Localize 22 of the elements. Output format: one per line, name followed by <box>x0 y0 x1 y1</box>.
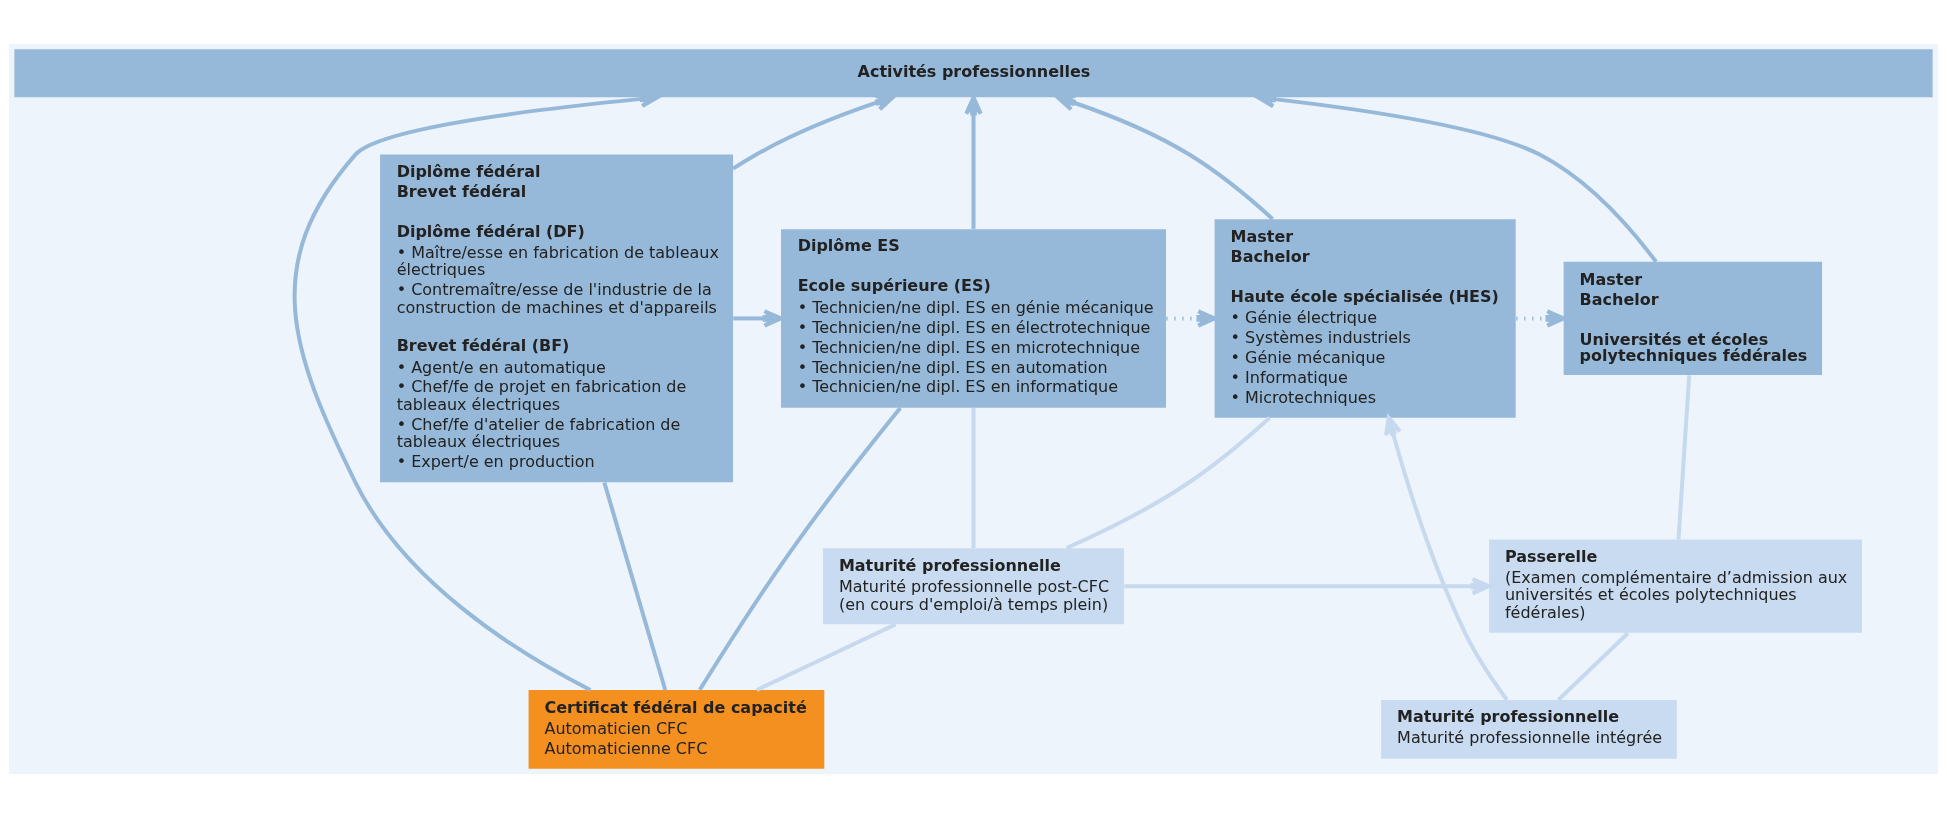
node-box: Master Bachelor Universités et écoles polytechniques fédérales <box>1563 261 1823 375</box>
connector <box>1676 374 1692 539</box>
connector <box>1065 415 1271 550</box>
arrow <box>1124 576 1491 595</box>
connector <box>971 407 976 548</box>
arrow <box>1166 308 1217 328</box>
connector <box>1556 631 1630 701</box>
node-box: Maturité professionnelle Maturité professionnelle intégrée <box>1381 699 1677 759</box>
node-box: Maturité professionnelle Maturité professionnelle post-CFC (en cours d'emploi/à temps plein) <box>822 547 1125 624</box>
arrow <box>1384 415 1509 701</box>
node-box: Activités professionnelles <box>14 48 1933 97</box>
connector <box>755 622 897 692</box>
node-box: Diplôme ES Ecole supérieure (ES) • Technicien/ne dipl. ES en génie mécanique • Technicien/ne dipl. ES en électrotechnique • Technicien/ne dipl. ES en microtechnique • Technicien/ne dipl. ES en automation • Technicien/ne dipl. ES en informatique <box>781 228 1166 408</box>
node-box: Certificat fédéral de capacité Automaticien CFC Automaticienne CFC <box>528 689 825 769</box>
node-box: Passerelle (Examen complémentaire d’admission aux universités et écoles polytechniques fédérales) <box>1489 539 1862 633</box>
arrow <box>733 308 783 328</box>
arrow <box>1516 308 1566 328</box>
node-box: Diplôme fédéral Brevet fédéral Diplôme fédéral (DF) • Maître/esse en fabrication de tableaux électriques • Contremaître/esse de l'industrie de la construction de machines et d'appareils Brevet fédéral (BF) • Agent/e en automatique • Chef/fe de projet en fabrication de tableaux électriques • Chef/fe d'atelier de fabrication de tableaux électriques • Expert/e en production <box>380 154 734 482</box>
arrow <box>964 94 983 229</box>
connector <box>698 406 902 691</box>
node-box: Master Bachelor Haute école spécialisée (HES) • Génie électrique • Systèmes industriels • Génie mécanique • Informatique • Microtechniques <box>1214 218 1516 418</box>
connector <box>602 481 668 691</box>
